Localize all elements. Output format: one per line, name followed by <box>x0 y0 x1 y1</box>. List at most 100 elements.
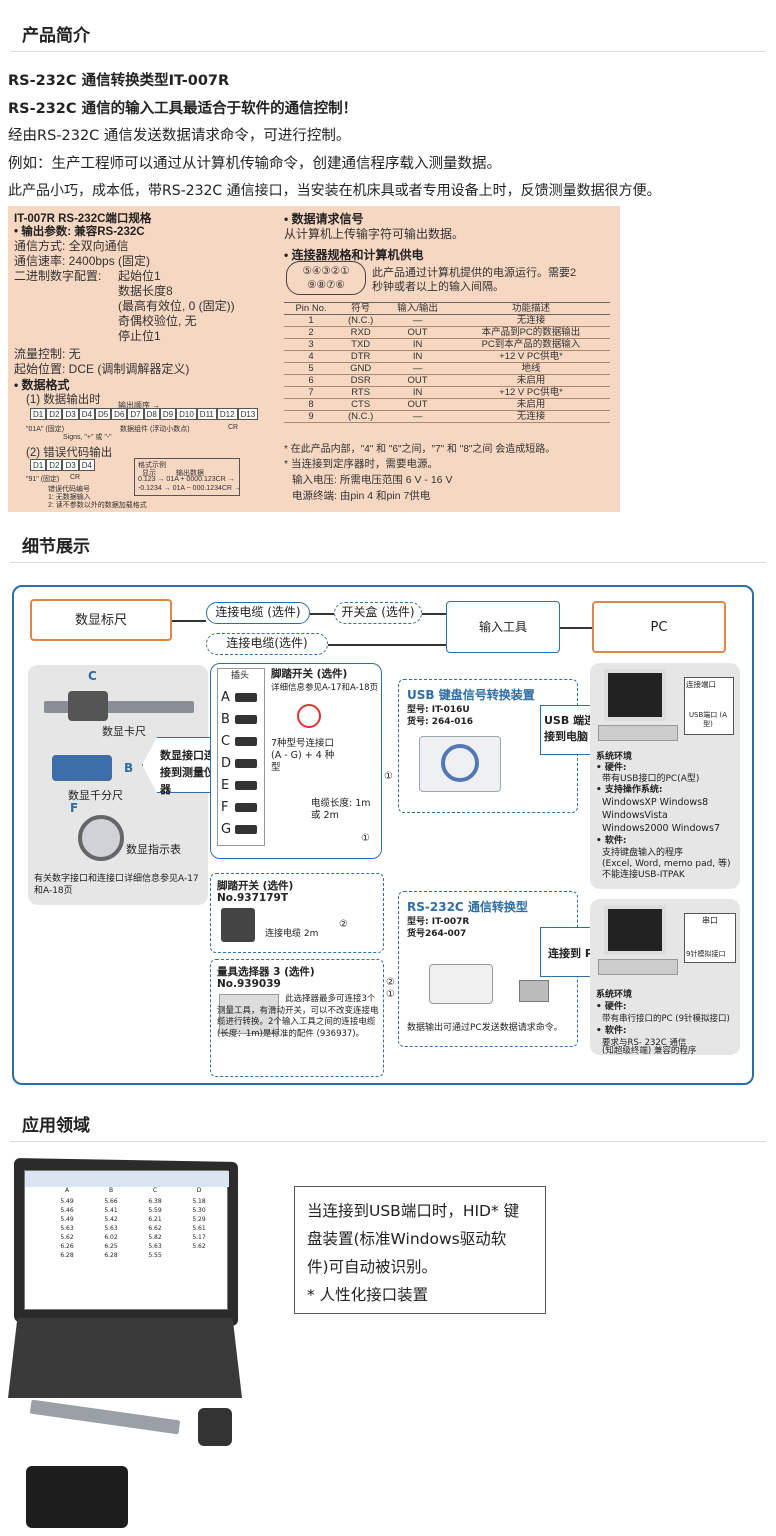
env1-os-2: WindowsVista <box>602 810 668 821</box>
plug-row: G <box>221 818 257 840</box>
indicator-label: 数显指示表 <box>126 843 181 856</box>
spec-format-2-note-3: 1: 无数据输入 <box>48 494 91 501</box>
callout-line-1: 当连接到USB端口时，HID* 键 <box>307 1202 520 1220</box>
intro-line-1: RS-232C 通信转换类型IT-007R <box>8 73 230 89</box>
callout-line-4: * 人性化接口装置 <box>307 1286 429 1304</box>
usb-part: 货号: 264-016 <box>407 717 474 727</box>
plug-circle-1: ① <box>361 833 370 844</box>
spec-format-1-cr: CR <box>228 424 239 431</box>
pin-table-cell: RXD <box>338 326 384 339</box>
connector-desc-1: 此产品通过计算机提供的电源运行。需要2 <box>372 267 577 279</box>
plug-letter: F <box>221 799 229 815</box>
pin-table-cell: GND <box>338 362 384 375</box>
connector-desc-2: 秒钟或者以上的输入间隔。 <box>372 281 504 293</box>
spec-format-heading: • 数据格式 <box>14 378 70 392</box>
format-cell: D9 <box>159 408 177 420</box>
sheet-cell: 5.30 <box>192 1207 206 1214</box>
pin-table-cell: — <box>383 410 452 423</box>
plug-row: F <box>221 796 257 818</box>
pin-table-cell: RTS <box>338 386 384 399</box>
format-cell: D1 <box>30 408 47 420</box>
spec-binary-2: 数据长度8 <box>118 284 173 298</box>
plug-letter: G <box>221 821 232 837</box>
format-example-row-2: -0.1234 → 01A − 000.1234CR → <box>138 485 241 492</box>
spec-binary-3: (最高有效位, 0 (固定)) <box>118 299 235 313</box>
pin-table-cell: DSR <box>338 374 384 387</box>
pin-table-cell: 本产品到PC的数据输出 <box>451 326 610 339</box>
plug-icon <box>235 802 257 812</box>
section-title-intro: 产品简介 <box>10 22 766 52</box>
pc2-panel: 串口 9针模拟接口 系统环境 • 硬件: 带有串行接口的PC (9针模拟接口) … <box>590 899 740 1055</box>
sheet-cell: 5.63 <box>148 1243 162 1250</box>
rs-title: RS-232C 通信转换型 <box>407 900 528 914</box>
line-input-pc <box>560 627 592 629</box>
spec-start: 起始位置: DCE (调制调解器定义) <box>14 362 190 376</box>
pin-table-cell: 未启用 <box>451 398 610 411</box>
switchbox-pill: 开关盒 (选件) <box>334 602 422 624</box>
spec-format-2-note-1: "91" (固定) <box>26 476 60 483</box>
pin-table-cell: 8 <box>284 398 339 411</box>
foot2-cable: 连接电缆 2m <box>265 929 319 939</box>
env1-os: • 支持操作系统: <box>596 785 663 795</box>
sheet-cell: 5.29 <box>192 1216 206 1223</box>
sheet-cell: 5.61 <box>192 1225 206 1232</box>
callout-line-3: 件)可自动被识别。 <box>307 1258 438 1276</box>
env2-sw-1: 要求与RS- 232C 通信 <box>602 1038 687 1048</box>
plug-letter: D <box>221 755 232 771</box>
sheet-cell: 5.63 <box>104 1225 118 1232</box>
selector-title: 量具选择器 3 (选件) <box>217 966 315 978</box>
sheet-cell: 6.25 <box>104 1243 118 1250</box>
format-cell: D1 <box>30 459 47 471</box>
selector-device-icon <box>219 994 279 1034</box>
plug-highlight-icon <box>297 704 321 728</box>
spec-binary-label: 二进制数字配置: <box>14 269 102 283</box>
spec-binary-4: 奇偶校验位, 无 <box>118 314 197 328</box>
pin-table-heading: 输入/输出 <box>383 302 452 315</box>
usb-converter-box: USB 键盘信号转换装置 型号: IT-016U 货号: 264-016 <box>398 679 578 813</box>
pin-table-cell: 地线 <box>451 362 610 375</box>
format-example-row-1: 0.123 → 01A + 0000.123CR → <box>138 476 235 483</box>
sheet-col-header: D <box>196 1187 202 1194</box>
format-example-title: 格式示例 <box>138 462 166 469</box>
intro-line-4: 例如：生产工程师可以通过从计算机传输命令，创建通信程序载入测量数据。 <box>8 156 501 172</box>
pin-table-cell: 无连接 <box>451 314 610 327</box>
sheet-cell: 5.62 <box>60 1234 74 1241</box>
env1-sw: • 软件: <box>596 836 627 846</box>
line-cable2-input <box>328 644 446 646</box>
plug-icon <box>235 714 257 724</box>
sheet-cell: 6.38 <box>148 1198 162 1205</box>
pc2-monitor-icon <box>604 905 666 955</box>
usb-model: 型号: IT-016U <box>407 705 470 715</box>
plug-row: E <box>221 774 257 796</box>
caliper-icon <box>44 701 194 713</box>
line-switch-input <box>422 613 446 615</box>
pin-table-cell: PC到本产品的数据输入 <box>451 338 610 351</box>
sheet-col-header: A <box>64 1187 70 1194</box>
plug-title: 插头 <box>231 671 250 681</box>
caliper-photo-icon <box>29 1399 181 1435</box>
env2-hw-desc: 带有串行接口的PC (9针模拟接口) <box>602 1014 730 1024</box>
spec-format-1-note-2: Signs, "+" 或 "-" <box>63 434 112 441</box>
sheet-cell: 5.55 <box>148 1252 162 1259</box>
plug-row: C <box>221 730 257 752</box>
format-cell: D13 <box>237 408 259 420</box>
pin-table-cell: DTR <box>338 350 384 363</box>
foot-pedal-photo-icon <box>26 1466 128 1528</box>
line-scale-cable <box>172 620 206 622</box>
foot-switch-detail: 详细信息参见A-17和A-18页 <box>271 683 379 693</box>
sheet-cell: 6.21 <box>148 1216 162 1223</box>
format-cell: D3 <box>62 459 79 471</box>
pin-table-cell: 6 <box>284 374 339 387</box>
pin-table-cell: 1 <box>284 314 339 327</box>
pin-table-cell: — <box>383 314 452 327</box>
env2-sw-2: (知超级终端) 兼容的程序 <box>602 1046 697 1056</box>
